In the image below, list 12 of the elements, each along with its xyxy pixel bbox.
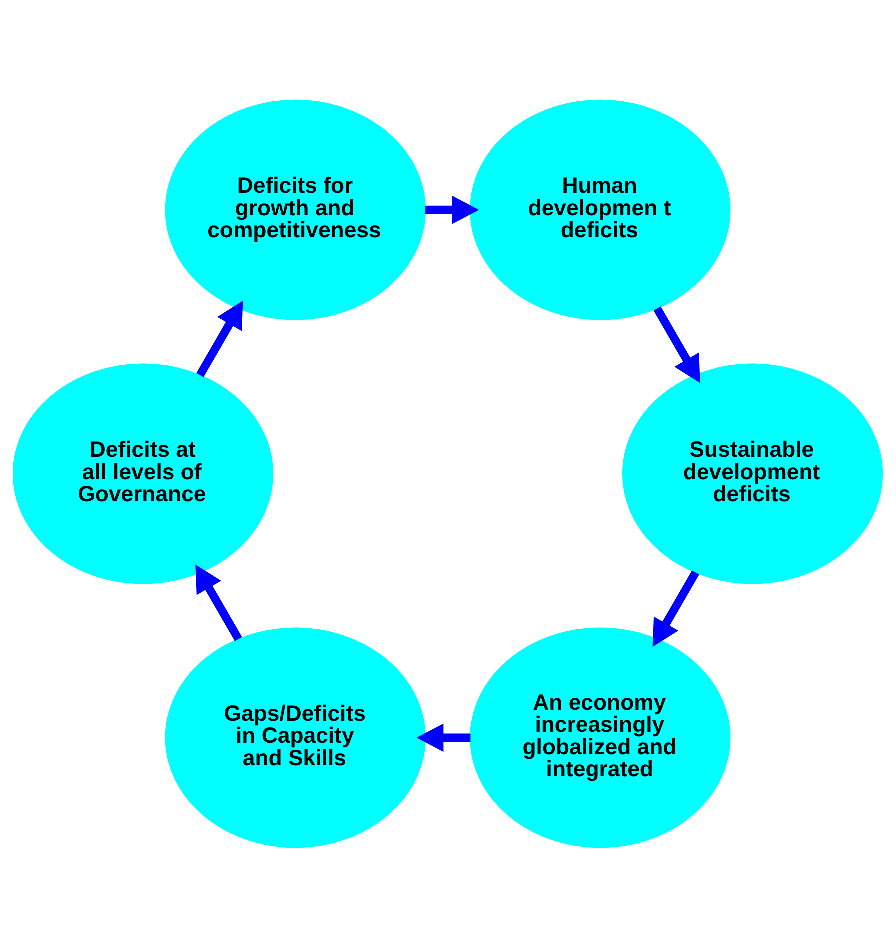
node-ellipse: Gaps/Deficits in Capacity and Skills	[165, 628, 426, 848]
arrow	[654, 306, 700, 384]
node-ellipse: Deficits for growth and competitiveness	[165, 100, 426, 320]
arrow	[652, 570, 700, 648]
arrow	[196, 564, 242, 642]
node-ellipse: Deficits at all levels of Governance	[12, 364, 274, 584]
node-ellipse: Sustainable development deficits	[622, 364, 884, 584]
node-ellipse: An economy increasingly globalized and integrated	[470, 628, 731, 848]
arrow	[196, 300, 244, 378]
node-ellipse: Human developmen t deficits	[470, 100, 731, 320]
arrow	[416, 724, 471, 752]
arrow	[425, 196, 480, 224]
